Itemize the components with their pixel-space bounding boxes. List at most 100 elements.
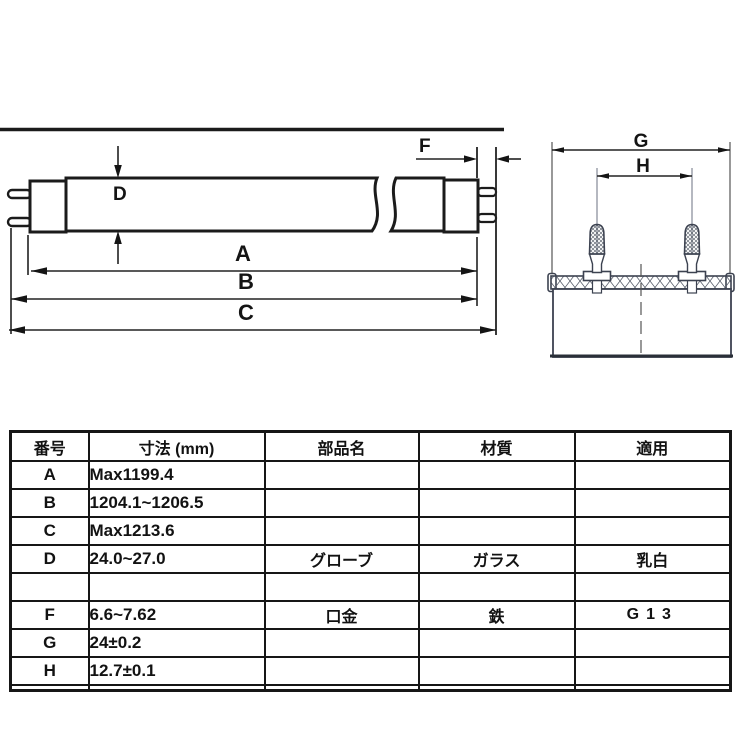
- cell-clipped: [263, 684, 420, 692]
- pin-root: [686, 279, 698, 294]
- cell-material: [417, 460, 576, 490]
- header-material: 材質: [417, 430, 576, 462]
- header-number: 番号: [9, 430, 90, 462]
- arrowhead-right-icon: [718, 147, 730, 153]
- cell-dimension: 24±0.2: [87, 628, 266, 658]
- cell-number: A: [9, 460, 90, 490]
- pin-left-top: [6, 188, 33, 200]
- cell-application: [573, 628, 732, 658]
- table-header-row: 番号 寸法 (mm) 部品名 材質 適用: [9, 430, 732, 462]
- cell-number: H: [9, 656, 90, 686]
- table-row: D 24.0~27.0 グローブ ガラス 乳白: [9, 544, 732, 574]
- pin-root: [591, 279, 603, 294]
- dim-label-g: G: [634, 131, 649, 152]
- dim-label-d: D: [113, 184, 127, 205]
- cell-material: [417, 572, 576, 602]
- dimension-a: A: [27, 235, 478, 306]
- table-row-clipped: [9, 684, 732, 692]
- cell-application: [573, 516, 732, 546]
- arrowhead-right-icon: [680, 173, 692, 179]
- arrowhead-left-icon: [552, 147, 564, 153]
- cell-application: [573, 572, 732, 602]
- dim-label-f: F: [419, 136, 431, 157]
- header-part-name: 部品名: [263, 430, 420, 462]
- dimension-g: G: [551, 131, 731, 276]
- cell-application: [573, 656, 732, 686]
- cell-number: C: [9, 516, 90, 546]
- arrowhead-left-icon: [9, 326, 25, 334]
- cell-number: F: [9, 600, 90, 630]
- table-row: H 12.7±0.1: [9, 656, 732, 686]
- cell-dimension: 6.6~7.62: [87, 600, 266, 630]
- header-application: 適用: [573, 430, 732, 462]
- pin-right-top: [476, 186, 498, 198]
- arrowhead-right-icon: [480, 326, 496, 334]
- side-view-drawing: [6, 176, 498, 234]
- cell-material: ガラス: [417, 544, 576, 574]
- cell-clipped: [9, 684, 90, 692]
- table-row: A Max1199.4: [9, 460, 732, 490]
- cell-clipped: [417, 684, 576, 692]
- contact-pin-left: [582, 223, 612, 294]
- cell-material: [417, 516, 576, 546]
- cell-part-name: 口金: [263, 600, 420, 630]
- cell-dimension: 24.0~27.0: [87, 544, 266, 574]
- cell-part-name: [263, 516, 420, 546]
- cell-number: D: [9, 544, 90, 574]
- arrowhead-right-icon: [461, 295, 477, 303]
- pin-neck: [683, 253, 701, 274]
- dimension-annotations: D F A: [9, 136, 521, 335]
- table-row: G 24±0.2: [9, 628, 732, 658]
- table-row: [9, 572, 732, 602]
- cell-material: [417, 488, 576, 518]
- cell-application: [573, 460, 732, 490]
- dim-label-h: H: [636, 156, 650, 177]
- dimension-f: F: [416, 136, 521, 335]
- arrowhead-left-icon: [11, 295, 27, 303]
- cell-part-name: グローブ: [263, 544, 420, 574]
- arrowhead-left-icon: [597, 173, 609, 179]
- cell-dimension: [87, 572, 266, 602]
- table-row: C Max1213.6: [9, 516, 732, 546]
- cell-material: 鉄: [417, 600, 576, 630]
- cell-dimension: 1204.1~1206.5: [87, 488, 266, 518]
- end-cap-right: [442, 178, 480, 234]
- dimension-drawing: D F A: [0, 127, 735, 358]
- end-cap-left: [28, 179, 68, 234]
- cell-dimension: Max1199.4: [87, 460, 266, 490]
- cell-application: 乳白: [573, 544, 732, 574]
- cell-clipped: [573, 684, 732, 692]
- pin-right-bottom: [476, 212, 498, 224]
- arrowhead-down-icon: [114, 165, 122, 178]
- glass-tube-right-section: [388, 176, 446, 233]
- arrowhead-left-icon: [496, 155, 509, 163]
- contact-pin-right: [677, 223, 707, 294]
- pin-left-bottom: [6, 216, 33, 228]
- cap-body: [552, 288, 732, 358]
- arrowhead-right-icon: [464, 155, 477, 163]
- dimension-d: D: [113, 146, 127, 264]
- dimension-b: B: [10, 228, 477, 334]
- cell-number: [9, 572, 90, 602]
- cell-part-name: [263, 488, 420, 518]
- cell-application: G13: [573, 600, 732, 630]
- cell-number: G: [9, 628, 90, 658]
- cell-dimension: Max1213.6: [87, 516, 266, 546]
- cell-part-name: [263, 460, 420, 490]
- pin-neck: [588, 253, 606, 274]
- cell-number: B: [9, 488, 90, 518]
- cell-material: [417, 628, 576, 658]
- cell-part-name: [263, 628, 420, 658]
- dimension-c: C: [9, 300, 496, 334]
- table-row: B 1204.1~1206.5: [9, 488, 732, 518]
- cell-part-name: [263, 572, 420, 602]
- cell-part-name: [263, 656, 420, 686]
- spec-table: 番号 寸法 (mm) 部品名 材質 適用 A Max1199.4 B 1204.…: [9, 430, 732, 692]
- dim-label-b: B: [238, 269, 254, 294]
- dim-label-a: A: [235, 241, 251, 266]
- arrowhead-right-icon: [461, 267, 477, 275]
- glass-tube-left-section: [64, 176, 380, 233]
- table-row: F 6.6~7.62 口金 鉄 G13: [9, 600, 732, 630]
- pin-knurled-tip: [588, 223, 606, 255]
